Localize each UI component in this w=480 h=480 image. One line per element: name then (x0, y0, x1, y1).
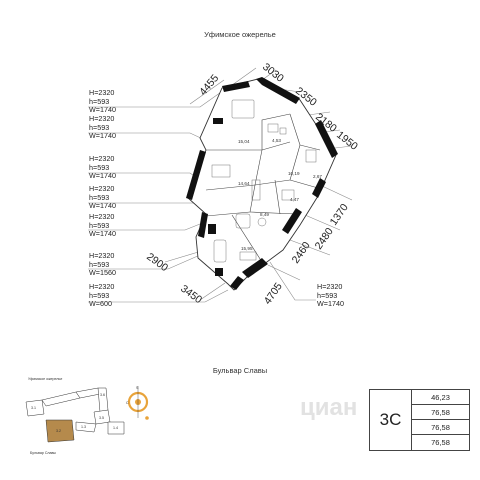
window-spec: H=2320 h=593 W=1740 (89, 184, 116, 211)
room-area: 15,95 (241, 246, 253, 251)
area-value: 46,23 (412, 390, 469, 405)
top-street-label: Уфимское ожерелье (204, 30, 276, 39)
site-street-top: Уфимское ожерелье (28, 377, 62, 381)
section-label: 3.1 (31, 406, 36, 410)
compass-icon (127, 386, 149, 420)
compass-label: C (126, 401, 129, 405)
dimension-label: 3450 (178, 283, 204, 307)
window-spec: H=2320 h=593 W=600 (89, 282, 115, 309)
watermark: циан (300, 394, 358, 421)
section-label: 3.2 (56, 429, 61, 433)
window-spec: H=2320 h=593 W=1740 (317, 282, 344, 309)
section-block (25, 399, 45, 417)
highlighted-section (45, 419, 75, 443)
room-area: 15,04 (238, 139, 250, 144)
site-plan: Уфимское ожерелье 3.1 3.2 1.3 1.4 3.6 3.… (25, 377, 149, 455)
dimension-label: 2460 (290, 240, 313, 266)
section-label: 3.5 (99, 416, 104, 420)
dimension-label: 4705 (262, 281, 285, 307)
dimension-label: 2480 (313, 226, 336, 252)
room-area: 2,67 (313, 174, 322, 179)
dimension-label: 1370 (328, 202, 351, 228)
window-spec: H=2320 h=593 W=1740 (89, 212, 116, 239)
room-area: 8,49 (260, 212, 269, 217)
window-spec: H=2320 h=593 W=1740 (89, 154, 116, 181)
dimension-label: 1950 (334, 129, 360, 153)
dimension-label: 2900 (144, 251, 170, 275)
compass-label: S (136, 386, 139, 390)
site-street-bottom: Бульвар Славы (30, 451, 56, 455)
bottom-street-label: Бульвар Славы (212, 366, 268, 375)
area-value: 76,58 (412, 405, 469, 420)
apartment-outline: 15,04 4,53 10,19 2,67 14,64 8,49 4,47 15… (186, 77, 338, 291)
apartment-info: 3С 46,23 76,58 76,58 76,58 (369, 389, 470, 451)
room-area: 14,64 (238, 181, 250, 186)
section-label: 1.3 (81, 425, 86, 429)
section-label: 1.4 (113, 426, 118, 430)
window-spec: H=2320 h=593 W=1740 (89, 114, 116, 141)
window-spec: H=2320 h=593 W=1560 (89, 251, 116, 278)
window-spec: H=2320 h=593 W=1740 (89, 88, 116, 115)
room-area: 4,53 (272, 138, 281, 143)
area-value: 76,58 (431, 438, 450, 447)
room-area: 4,47 (290, 197, 299, 202)
section-label: 3.6 (100, 393, 105, 397)
room-area: 10,19 (288, 171, 300, 176)
apartment-type: 3С (370, 390, 412, 450)
area-value: 76,58 (412, 420, 469, 435)
